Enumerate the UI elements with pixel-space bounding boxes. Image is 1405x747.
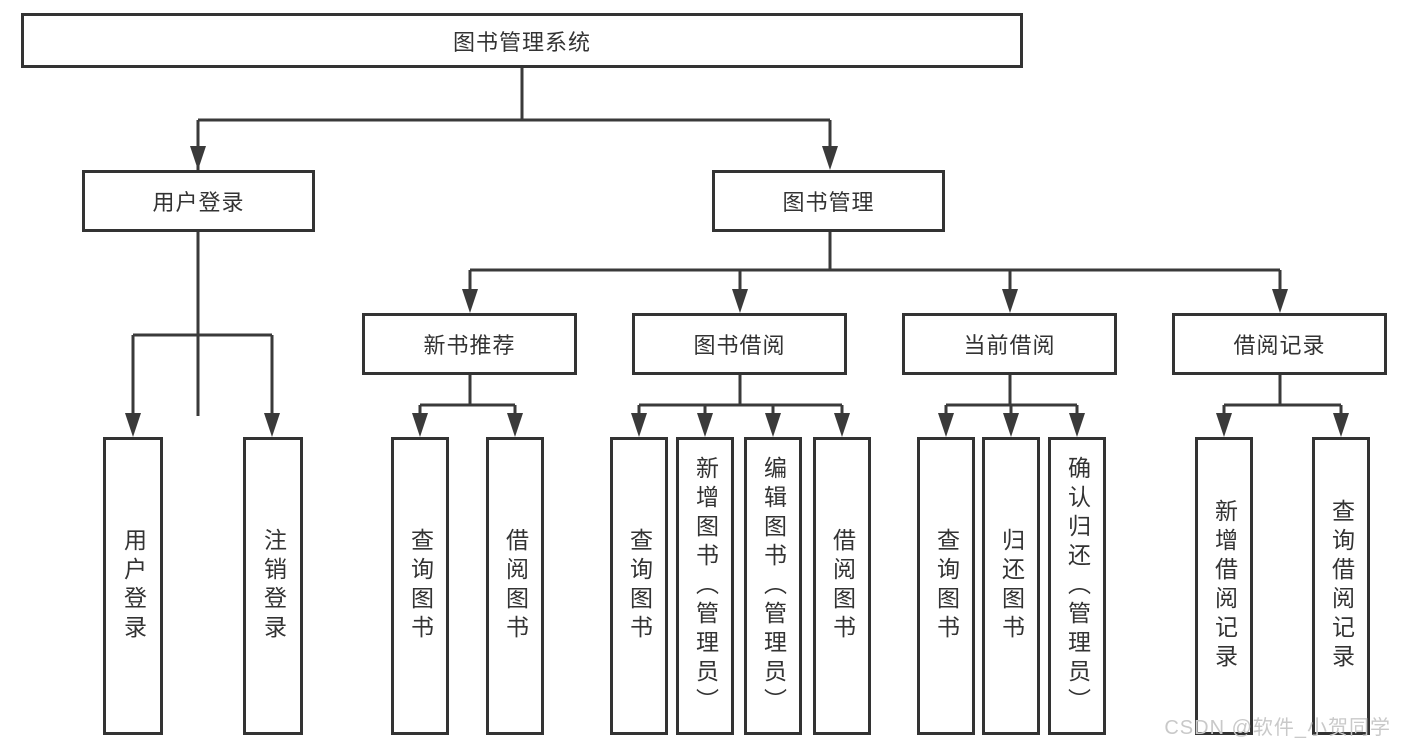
node-borrowing-records-label: 借阅记录 xyxy=(1233,333,1326,358)
node-book-management-label: 图书管理 xyxy=(782,190,875,215)
node-leaf-query-books-current: 查询图书 xyxy=(917,437,975,735)
arrowhead-to-leaf-query-borrow-record xyxy=(1333,413,1349,437)
connector-new-book-recommend-to-leaves xyxy=(418,375,517,416)
node-leaf-edit-books-admin: 编辑图书（管理员） xyxy=(744,437,802,735)
node-leaf-return-books: 归还图书 xyxy=(982,437,1040,735)
connector-borrowing-records-to-leaves xyxy=(1222,375,1343,416)
node-library-management-system-label: 图书管理系统 xyxy=(452,29,591,55)
node-book-borrowing-label: 图书借阅 xyxy=(693,333,786,358)
connector-book-management-to-level3 xyxy=(468,232,1282,292)
csdn-watermark: CSDN @软件_小贺同学 xyxy=(1164,717,1391,739)
node-new-book-recommend-label: 新书推荐 xyxy=(423,333,516,358)
node-leaf-confirm-return-admin: 确认归还（管理员） xyxy=(1048,437,1106,735)
node-library-management-system: 图书管理系统 xyxy=(21,13,1023,68)
node-leaf-user-login: 用户登录 xyxy=(103,437,163,735)
node-new-book-recommend: 新书推荐 xyxy=(362,313,577,375)
node-leaf-add-borrow-record-label: 新增借阅记录 xyxy=(1211,499,1238,673)
node-current-borrowing-label: 当前借阅 xyxy=(963,333,1056,358)
node-leaf-query-borrow-record: 查询借阅记录 xyxy=(1312,437,1370,735)
node-leaf-borrow-books-recommend: 借阅图书 xyxy=(486,437,544,735)
arrowhead-to-leaf-query-books-borrowing xyxy=(631,413,647,437)
arrowhead-to-leaf-borrow-books-borrowing xyxy=(834,413,850,437)
node-leaf-borrow-books-borrowing-label: 借阅图书 xyxy=(829,528,856,644)
node-leaf-add-borrow-record: 新增借阅记录 xyxy=(1195,437,1253,735)
node-leaf-borrow-books-borrowing: 借阅图书 xyxy=(813,437,871,735)
arrowhead-to-leaf-add-borrow-record xyxy=(1216,413,1232,437)
node-borrowing-records: 借阅记录 xyxy=(1172,313,1387,375)
arrowhead-to-new-book-recommend xyxy=(462,289,478,313)
node-leaf-borrow-books-recommend-label: 借阅图书 xyxy=(502,528,529,644)
node-leaf-logout-login: 注销登录 xyxy=(243,437,303,735)
node-leaf-add-books-admin-label: 新增图书（管理员） xyxy=(692,455,719,717)
node-leaf-user-login-label: 用户登录 xyxy=(120,528,147,644)
connector-current-borrowing-to-leaves xyxy=(944,375,1079,416)
node-leaf-edit-books-admin-label: 编辑图书（管理员） xyxy=(760,455,787,717)
arrowhead-to-leaf-edit-books-admin xyxy=(765,413,781,437)
node-book-borrowing: 图书借阅 xyxy=(632,313,847,375)
node-user-login: 用户登录 xyxy=(82,170,315,232)
node-user-login-label: 用户登录 xyxy=(152,190,245,215)
node-leaf-add-books-admin: 新增图书（管理员） xyxy=(676,437,734,735)
node-leaf-query-books-recommend: 查询图书 xyxy=(391,437,449,735)
node-current-borrowing: 当前借阅 xyxy=(902,313,1117,375)
arrowhead-to-leaf-add-books-admin xyxy=(697,413,713,437)
arrowhead-to-borrowing-records xyxy=(1272,289,1288,313)
node-leaf-confirm-return-admin-label: 确认归还（管理员） xyxy=(1064,455,1091,717)
arrowhead-to-book-management xyxy=(822,146,838,170)
arrowhead-to-leaf-return-books xyxy=(1003,413,1019,437)
arrowhead-to-leaf-logout-login xyxy=(264,413,280,437)
node-leaf-query-books-current-label: 查询图书 xyxy=(933,528,960,644)
connector-book-borrowing-to-leaves xyxy=(637,375,844,416)
arrowhead-to-leaf-confirm-return-admin xyxy=(1069,413,1085,437)
arrowhead-to-leaf-borrow-books-recommend xyxy=(507,413,523,437)
arrowhead-to-leaf-user-login xyxy=(125,413,141,437)
node-leaf-logout-login-label: 注销登录 xyxy=(260,528,287,644)
node-book-management: 图书管理 xyxy=(712,170,945,232)
node-leaf-query-books-recommend-label: 查询图书 xyxy=(407,528,434,644)
node-leaf-return-books-label: 归还图书 xyxy=(998,528,1025,644)
node-leaf-query-books-borrowing-label: 查询图书 xyxy=(626,528,653,644)
arrowhead-to-current-borrowing xyxy=(1002,289,1018,313)
arrowhead-to-user-login xyxy=(190,146,206,170)
node-leaf-query-books-borrowing: 查询图书 xyxy=(610,437,668,735)
arrowhead-to-leaf-query-books-recommend xyxy=(412,413,428,437)
node-leaf-query-borrow-record-label: 查询借阅记录 xyxy=(1328,499,1355,673)
arrowhead-to-book-borrowing xyxy=(732,289,748,313)
arrowhead-to-leaf-query-books-current xyxy=(938,413,954,437)
connector-user-login-to-leaves xyxy=(131,232,274,416)
